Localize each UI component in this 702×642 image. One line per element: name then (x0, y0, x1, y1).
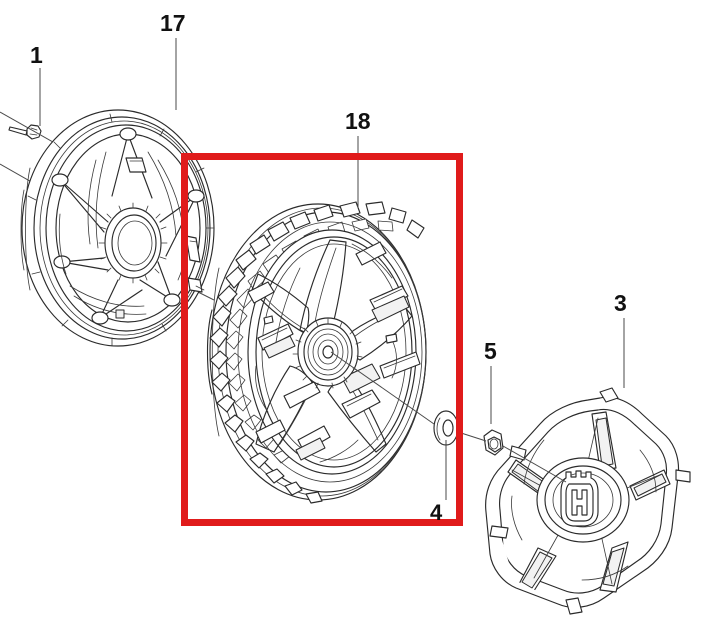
rim-hub-ring (98, 202, 168, 284)
callout-label-4[interactable]: 4 (430, 500, 443, 525)
hubcap-right-tab (675, 469, 691, 483)
part-wheel-rim (20, 109, 215, 347)
part-wheel-tire-assembly (206, 201, 427, 504)
tire-tread-lugs (209, 201, 425, 504)
callout-label-18[interactable]: 18 (345, 108, 371, 134)
callout-leaders (39, 38, 625, 500)
rim-spoke-nodes (51, 127, 205, 325)
hubcap-lower-left-tab (489, 525, 509, 539)
callout-label-17[interactable]: 17 (160, 10, 186, 36)
rim-brackets (125, 157, 203, 293)
callout-label-5[interactable]: 5 (484, 338, 497, 364)
wheel-center-hub (292, 317, 363, 389)
callout-label-1[interactable]: 1 (30, 42, 43, 68)
hubcap-bottom-tab (565, 597, 583, 615)
part-hub-cap (485, 387, 691, 615)
husqvarna-crown-h-logo (560, 470, 599, 527)
callout-label-3[interactable]: 3 (614, 290, 627, 316)
part-hex-nut (483, 429, 504, 456)
hubcap-top-tab (599, 387, 619, 403)
part-screw (8, 124, 42, 140)
red-highlight-rectangle (181, 153, 463, 526)
wheel-slot-pockets (247, 241, 421, 453)
